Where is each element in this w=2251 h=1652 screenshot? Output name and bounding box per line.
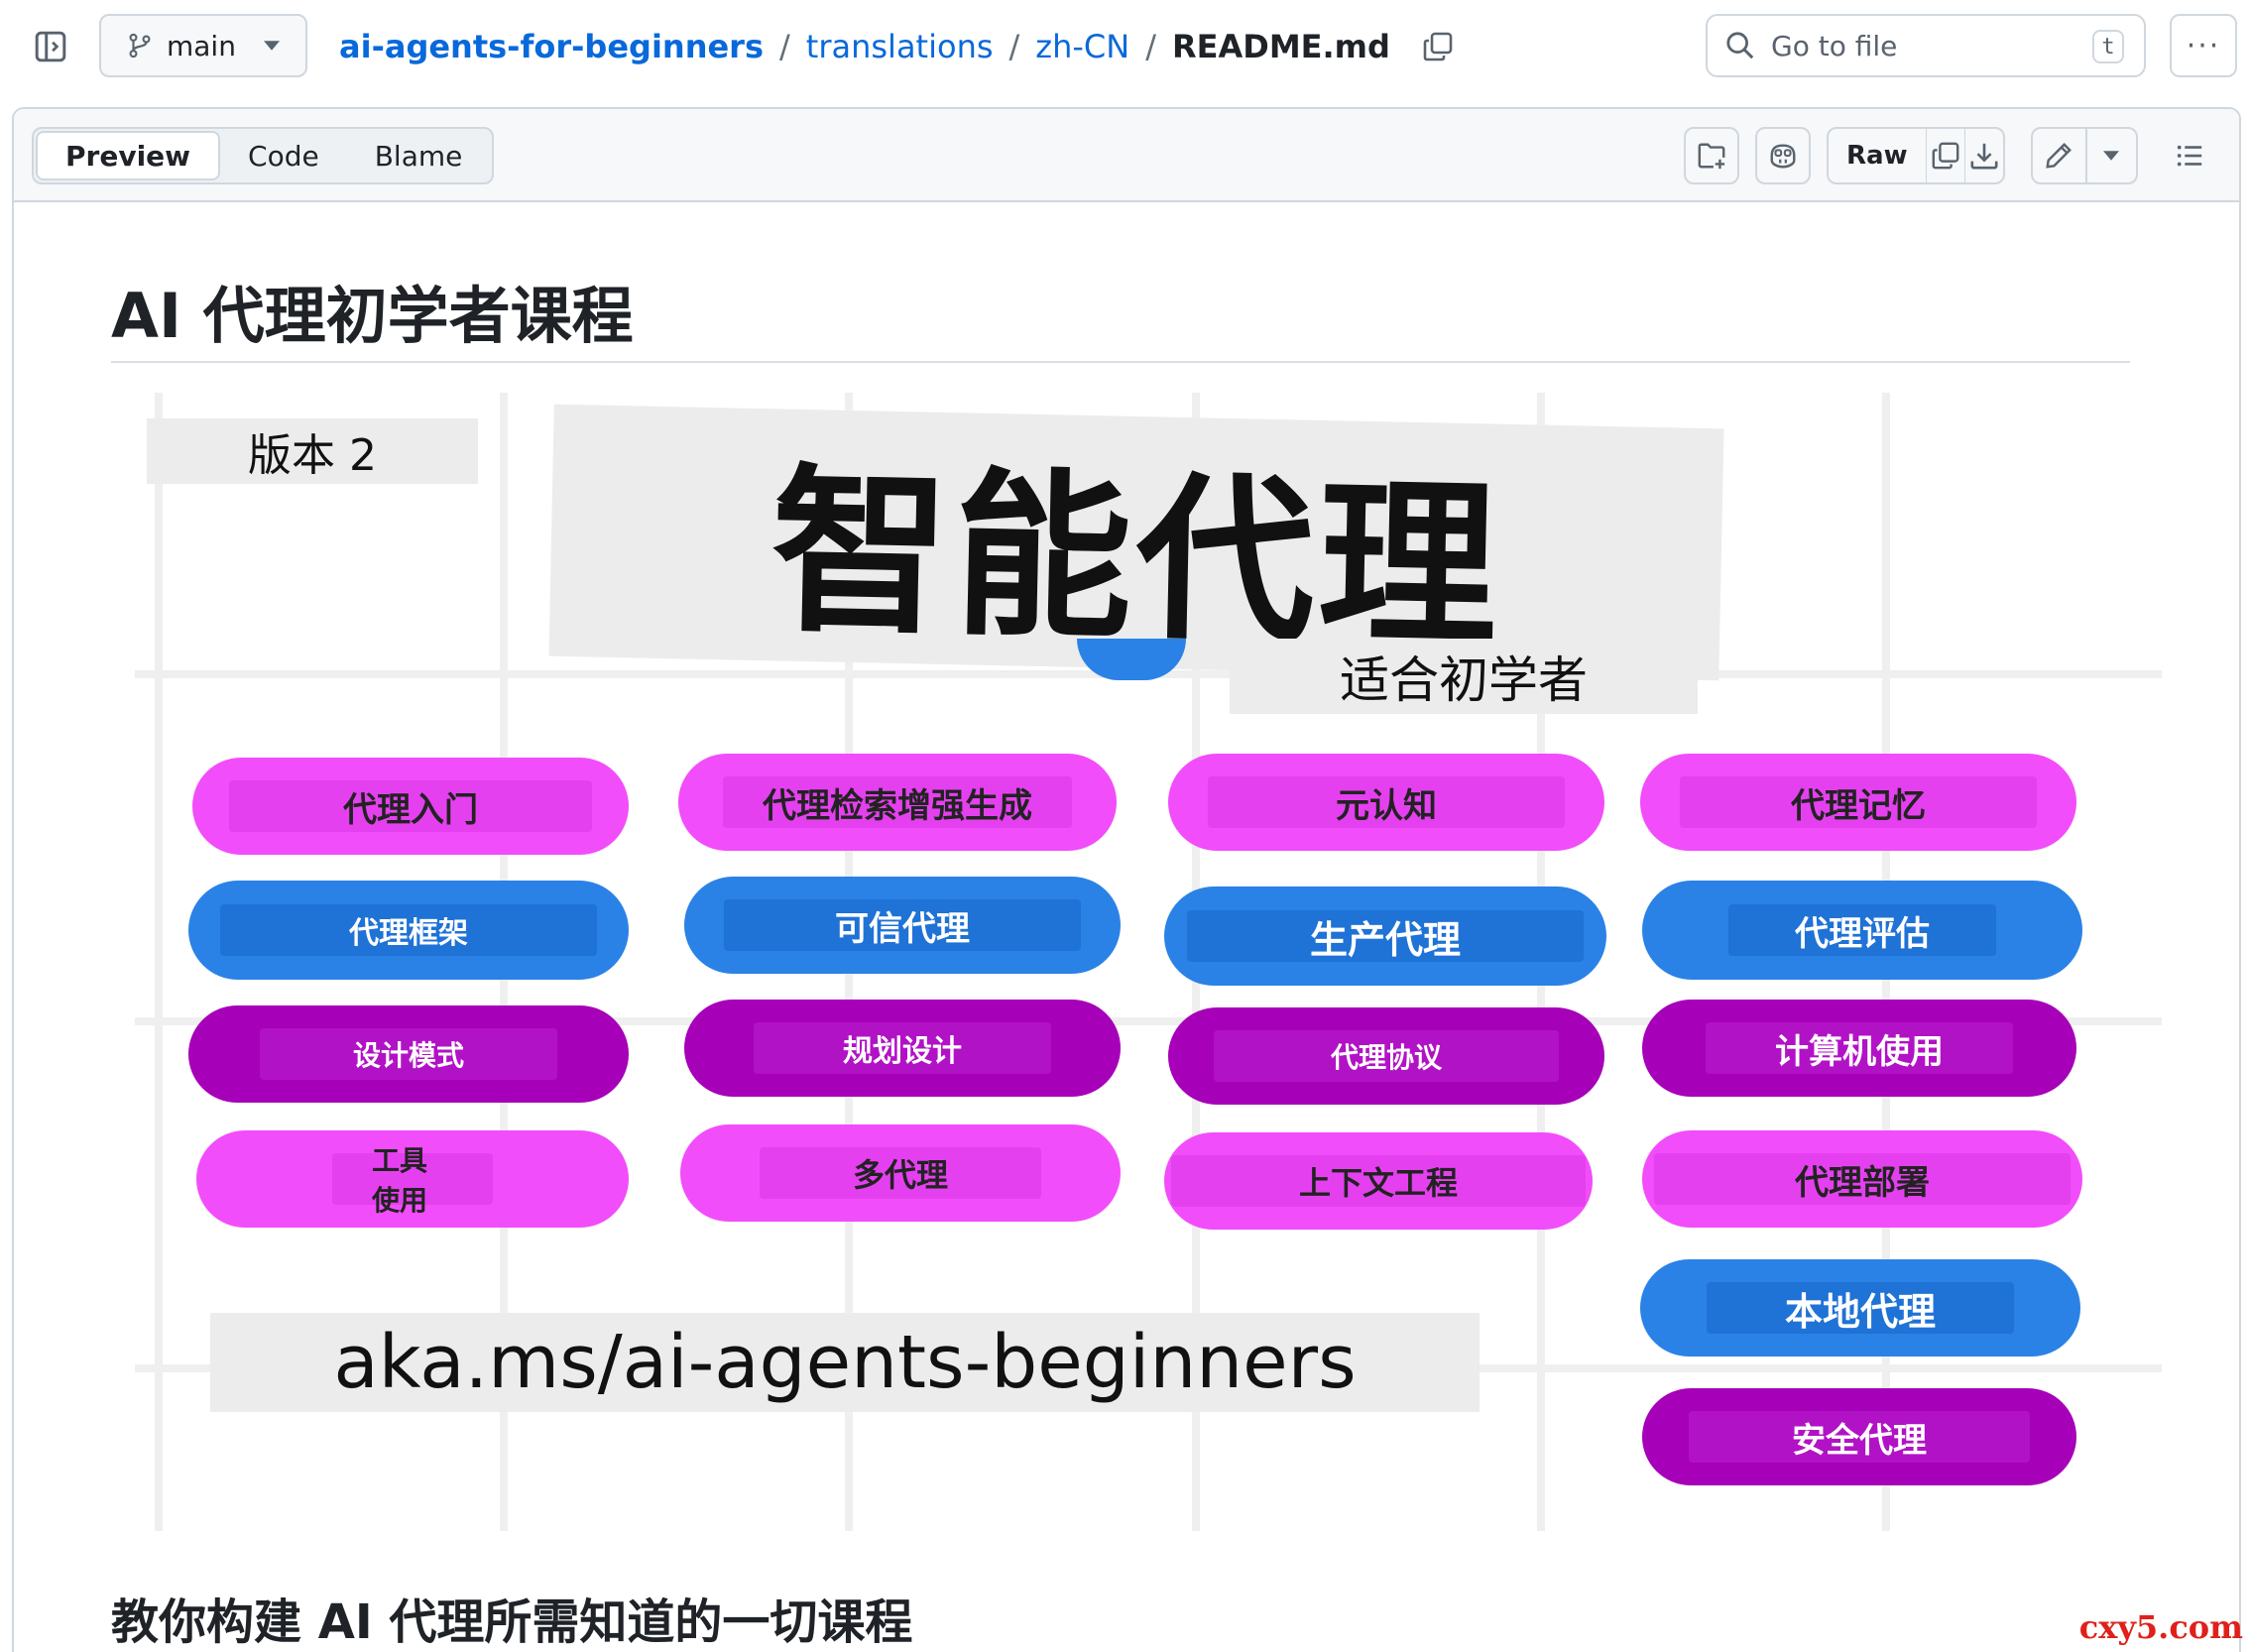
branch-selector-button[interactable]: main [99,14,307,77]
breadcrumb: ai-agents-for-beginners / translations /… [339,22,1456,71]
pill-lesson: 元认知 [1168,754,1604,851]
view-mode-segmented-control: Preview Code Blame [32,127,495,184]
tab-blame[interactable]: Blame [374,139,463,173]
watermark-text: cxy5.com [2078,1608,2243,1646]
open-in-codespace-button[interactable] [1684,127,1739,184]
button-divider [1925,129,1928,182]
pill-lesson: 生产代理 [1164,886,1606,986]
edit-file-button[interactable] [2033,129,2085,182]
pill-lesson: 计算机使用 [1642,1000,2076,1097]
git-branch-icon [129,33,151,59]
kebab-horizontal-icon: ··· [2186,28,2221,63]
download-icon [1970,143,1998,170]
sidebar-collapse-icon [35,31,66,62]
pill-lesson: 可信代理 [684,877,1121,974]
banner-subtitle: 适合初学者 [1230,639,1698,714]
branch-name: main [167,29,236,62]
breadcrumb-translations-link[interactable]: translations [805,28,994,65]
breadcrumb-separator: / [779,28,790,65]
version-label: 版本 2 [147,418,478,484]
list-unordered-icon [2177,145,2202,167]
course-banner-image: 版本 2 智能代理 适合初学者 代理入门 代理检索增强生成 元认知 代理记忆 代… [135,393,2162,1531]
pill-lesson: 代理记忆 [1640,754,2076,851]
copy-icon [1423,32,1453,61]
raw-actions-group: Raw [1827,127,2005,184]
more-options-button[interactable]: ··· [2170,14,2237,77]
chevron-down-icon [263,41,280,51]
file-header: Preview Code Blame Raw [14,109,2239,202]
chevron-down-icon [2103,151,2120,161]
copy-icon [1932,142,1959,170]
button-divider [2084,129,2087,182]
pill-lesson: 上下文工程 [1164,1132,1593,1230]
repo-top-bar: main ai-agents-for-beginners / translati… [0,0,2251,93]
pill-lesson: 安全代理 [1642,1388,2076,1485]
heading-divider [111,361,2130,363]
readme-subheading: 教你构建 AI 代理所需知道的一切课程 [111,1594,913,1650]
breadcrumb-zh-cn-link[interactable]: zh-CN [1035,28,1130,65]
pill-lesson: 工具使用 [196,1130,629,1228]
grid-line [135,1017,2162,1025]
raw-button[interactable]: Raw [1846,141,1908,171]
breadcrumb-separator: / [1008,28,1020,65]
pill-lesson: 代理评估 [1642,881,2082,980]
copy-path-button[interactable] [1420,29,1456,64]
pill-lesson: 规划设计 [684,1000,1121,1097]
tab-code[interactable]: Code [248,139,319,173]
search-icon [1726,32,1754,59]
go-to-file-input[interactable]: Go to file t [1706,14,2146,77]
edit-options-dropdown[interactable] [2087,129,2136,182]
tab-preview[interactable]: Preview [36,131,221,180]
pill-lesson: 多代理 [680,1124,1121,1222]
breadcrumb-current-file: README.md [1171,28,1390,65]
readme-title: AI 代理初学者课程 [111,280,634,352]
outline-button[interactable] [2162,127,2217,184]
download-raw-button[interactable] [1965,129,2003,182]
pill-lesson: 设计模式 [188,1005,629,1103]
copilot-icon [1770,144,1796,169]
button-divider [1963,129,1966,182]
breadcrumb-repo-link[interactable]: ai-agents-for-beginners [339,28,764,65]
pill-lesson: 本地代理 [1640,1259,2080,1357]
copy-raw-button[interactable] [1927,129,1964,182]
go-to-file-placeholder: Go to file [1771,29,1898,62]
keyboard-shortcut-hint: t [2092,30,2124,63]
sidebar-toggle-button[interactable] [26,26,75,67]
pill-lesson: 代理检索增强生成 [678,754,1117,851]
pencil-icon [2046,143,2073,169]
pill-lesson: 代理入门 [192,758,629,855]
file-directory-add-icon [1698,143,1725,170]
breadcrumb-separator: / [1145,28,1156,65]
course-url: aka.ms/ai-agents-beginners [210,1313,1480,1412]
edit-actions-group [2031,127,2138,184]
grid-line [155,393,163,1531]
pill-lesson: 代理协议 [1168,1007,1604,1105]
pill-lesson: 代理框架 [188,881,629,980]
copilot-button[interactable] [1755,127,1811,184]
pill-lesson: 代理部署 [1642,1130,2082,1228]
